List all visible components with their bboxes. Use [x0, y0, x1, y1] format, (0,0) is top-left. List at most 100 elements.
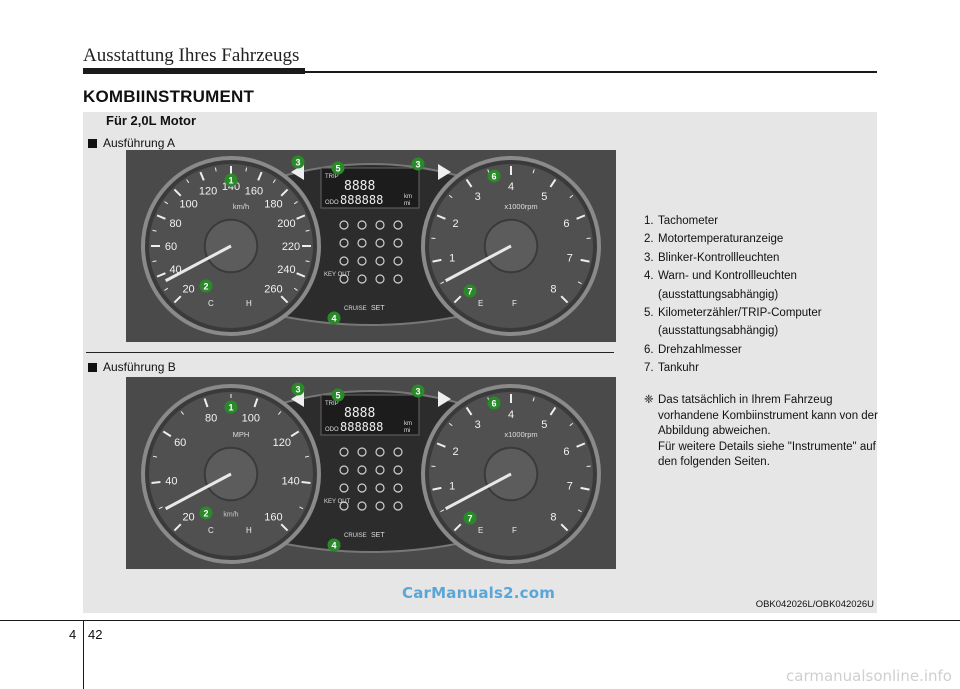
bullet-square-icon: [88, 139, 97, 148]
legend-number: 2.: [644, 233, 654, 246]
speedometer-tick-label: 80: [205, 412, 217, 424]
speedometer-inner-unit: km/h: [223, 512, 238, 519]
legend-text: Warn- und Kontrollleuchten: [658, 270, 797, 283]
warning-light-icon: [375, 220, 385, 230]
legend-item: 4.Warn- und Kontrollleuchten(ausstattung…: [644, 267, 879, 304]
speedometer-tick: [173, 188, 182, 197]
speedometer-tick: [173, 523, 182, 532]
tachometer-tick: [580, 486, 590, 491]
fuel-full-label: F: [512, 526, 517, 535]
chapter-title-bar: [83, 68, 305, 74]
speedometer-tick: [257, 171, 263, 181]
warning-light-icon: [339, 220, 349, 230]
speedometer-tick: [290, 430, 300, 438]
cruise-label: CRUISE: [344, 533, 367, 539]
tachometer-tick: [453, 523, 462, 532]
legend-text: Blinker-Kontrollleuchten: [658, 251, 780, 264]
header-rule: [300, 71, 877, 73]
speedometer-tick: [203, 398, 209, 408]
tachometer-tick: [448, 194, 453, 199]
callout-marker: [331, 161, 345, 175]
temp-cold-label: C: [208, 299, 214, 308]
tachometer-tick-label: 8: [550, 511, 556, 523]
lcd-trip-label: TRIP: [325, 174, 339, 180]
legend-text: Tachometer: [658, 215, 719, 227]
tachometer-tick-label: 6: [563, 446, 569, 458]
callout-number: 6: [491, 172, 496, 182]
turn-right-arrow-icon: [438, 164, 451, 180]
warning-light-icon: [375, 256, 385, 266]
tachometer-tick-label: 1: [449, 481, 455, 493]
set-label: SET: [371, 305, 385, 312]
tachometer-tick-label: 1: [449, 253, 455, 265]
speedometer-tick: [156, 214, 166, 220]
tachometer-tick: [532, 169, 535, 174]
tachometer-tick: [453, 295, 462, 304]
set-label: SET: [371, 532, 385, 539]
variant-b-label: Ausführung B: [88, 360, 176, 374]
warning-light-icon: [393, 238, 403, 248]
speedometer-unit: km/h: [233, 202, 249, 211]
tachometer-tick: [560, 295, 569, 304]
speedometer-tick: [296, 272, 306, 278]
lcd-odo-digits: 888888: [340, 420, 383, 434]
warning-light-icon: [375, 238, 385, 248]
warning-light-icon: [393, 501, 403, 511]
legend-text: Kilometerzähler/TRIP-Computer: [658, 307, 822, 320]
brandmark-logo: CarManuals2.com: [402, 584, 556, 602]
page-number: 42: [88, 627, 103, 642]
callout-number: 6: [491, 399, 496, 409]
warning-light-icon: [393, 274, 403, 284]
tachometer-tick: [448, 422, 453, 427]
speedometer-tick: [245, 167, 248, 172]
speedometer-tick-label: 220: [282, 241, 300, 253]
fuel-full-label: F: [512, 299, 517, 308]
warning-light-icon: [375, 501, 385, 511]
speedometer-tick: [305, 229, 310, 232]
speedometer-tick: [156, 272, 166, 278]
speedometer-tick-label: 160: [264, 511, 282, 523]
callout-marker: [199, 506, 213, 520]
callout-number: 7: [467, 287, 472, 297]
legend-text: Tankuhr: [658, 362, 699, 375]
callout-number: 3: [295, 385, 300, 395]
warning-light-icon: [393, 447, 403, 457]
callout-number: 1: [228, 176, 233, 186]
warning-light-icon: [393, 220, 403, 230]
speedometer-tick: [152, 229, 157, 232]
warning-light-icon: [357, 256, 367, 266]
tachometer-tick-label: 7: [567, 481, 573, 493]
tachometer-tick: [569, 422, 574, 427]
warning-light-icon: [375, 483, 385, 493]
tachometer-tick: [432, 486, 442, 491]
tachometer-tick: [465, 406, 473, 416]
warning-light-icon: [339, 274, 349, 284]
callout-marker: [327, 538, 341, 552]
legend-number: 5.: [644, 307, 654, 320]
legend-number: 4.: [644, 270, 654, 283]
tachometer-tick: [436, 214, 446, 220]
footer-divider: [83, 620, 84, 689]
note: ❈ Das tatsächlich in Ihrem Fahrzeug vorh…: [644, 393, 879, 471]
lcd-unit-km: km: [404, 194, 412, 200]
speedometer-tick: [158, 506, 163, 510]
lcd-screen: [320, 394, 420, 436]
tachometer-tick: [465, 178, 473, 188]
speedometer-tick: [173, 295, 182, 304]
warning-light-icon: [393, 465, 403, 475]
section-title: KOMBIINSTRUMENT: [83, 87, 255, 106]
speedometer-tick: [293, 201, 298, 205]
lcd-odo-label: ODO: [325, 427, 339, 433]
speedometer-needle: [164, 472, 232, 511]
cruise-label: CRUISE: [344, 306, 367, 312]
speedometer-tick-label: 60: [165, 241, 177, 253]
tachometer-tick-label: 5: [541, 419, 547, 431]
turn-right-arrow-icon: [438, 391, 451, 407]
tachometer-tick: [577, 281, 582, 285]
turn-left-arrow-icon: [291, 164, 304, 180]
warning-light-icon: [339, 483, 349, 493]
warning-light-icon: [393, 483, 403, 493]
tachometer-unit: x1000rpm: [504, 202, 537, 211]
lcd-trip-label: TRIP: [325, 401, 339, 407]
speedometer-tick: [299, 506, 304, 510]
